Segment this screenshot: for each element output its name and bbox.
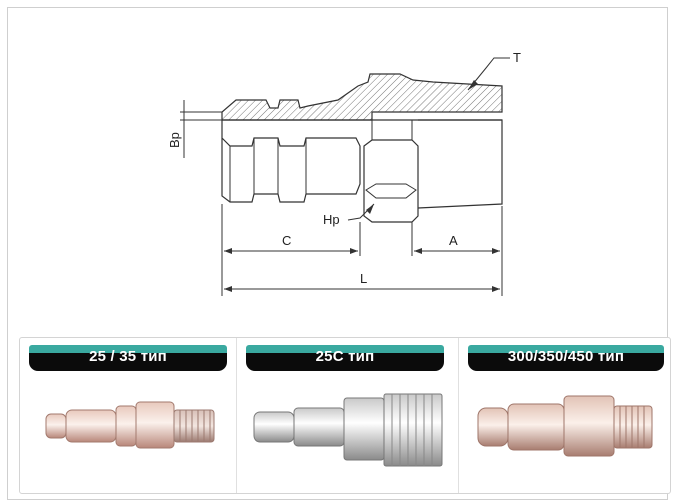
product-card-25-35: 25 / 35 тип — [20, 338, 237, 493]
product-tag: 25С тип — [246, 345, 444, 371]
label-l: L — [360, 271, 367, 286]
plug-photo — [253, 393, 443, 467]
label-a: A — [449, 233, 458, 248]
label-hp: Hp — [323, 212, 340, 227]
label-bp: Bp — [167, 132, 182, 148]
product-tag-label: 25 / 35 тип — [89, 348, 167, 365]
hex-nut — [363, 139, 419, 223]
label-t: T — [513, 50, 521, 65]
product-tag: 300/350/450 тип — [468, 345, 664, 371]
label-c: C — [282, 233, 291, 248]
product-tag-label: 25С тип — [315, 348, 375, 365]
product-card-300-350-450: 300/350/450 тип — [458, 338, 670, 493]
plug-photo — [45, 401, 215, 449]
product-tag-label: 300/350/450 тип — [507, 348, 625, 365]
plug-body — [221, 120, 361, 203]
plug-photo — [477, 395, 653, 457]
thread-end — [417, 119, 503, 209]
technical-drawing: T Bp Hp C A L — [8, 8, 667, 323]
section-hatch — [221, 73, 503, 121]
product-tag: 25 / 35 тип — [29, 345, 227, 371]
product-cards: 25 / 35 тип — [19, 337, 671, 494]
product-card-25c: 25С тип — [236, 338, 459, 493]
